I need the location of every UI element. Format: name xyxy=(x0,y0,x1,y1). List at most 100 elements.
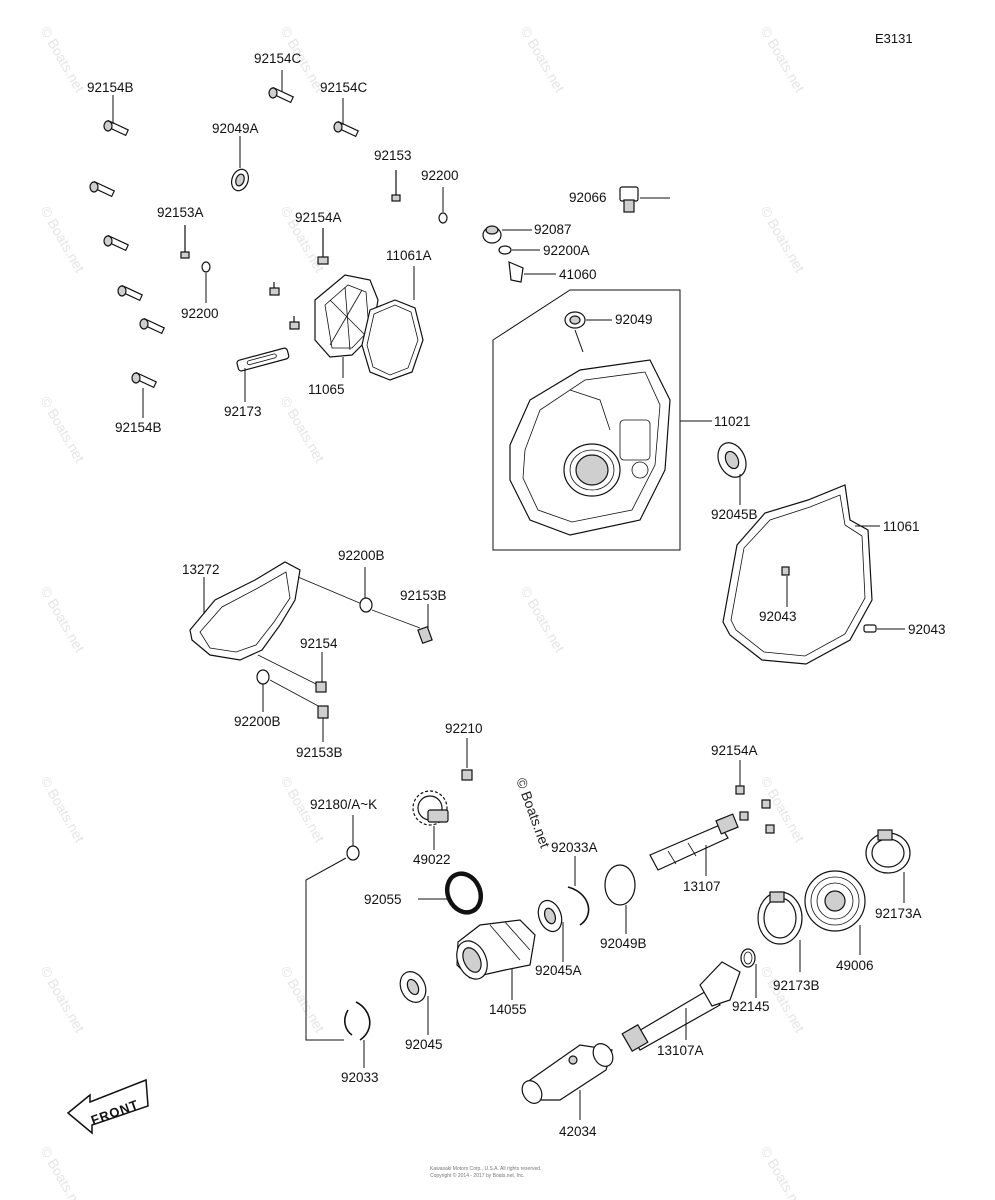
part-label-92200B: 92200B xyxy=(338,548,385,563)
circlip-92033A xyxy=(567,886,590,926)
part-label-92154: 92154 xyxy=(300,636,338,651)
watermark: © Boats.net xyxy=(37,204,88,276)
bolt-icon xyxy=(139,317,166,335)
watermark: © Boats.net xyxy=(757,1144,808,1200)
plug-icon xyxy=(619,186,639,213)
part-label-11021: 11021 xyxy=(714,414,751,429)
plate-bracket-icon xyxy=(236,347,290,372)
bolt-icon xyxy=(103,234,130,252)
part-label-92154C: 92154C xyxy=(254,51,302,66)
dowel-pin-icon xyxy=(863,624,877,633)
center-watermark: © Boats.net xyxy=(513,776,553,851)
part-label-92173: 92173 xyxy=(224,404,262,419)
sheet-id: E3131 xyxy=(875,31,913,46)
shaft-13107A xyxy=(621,961,741,1052)
shaft-13107 xyxy=(649,785,775,871)
part-label-92049A: 92049A xyxy=(212,121,259,136)
part-label-13107A: 13107A xyxy=(657,1043,704,1058)
part-label-11065: 11065 xyxy=(308,382,345,397)
part-label-92153A: 92153A xyxy=(157,205,204,220)
dipstick-icon xyxy=(508,261,524,283)
part-label-92154A: 92154A xyxy=(711,743,758,758)
watermark: © Boats.net xyxy=(277,394,328,466)
bearing-92045 xyxy=(399,971,427,1003)
part-label-92180: 92180/A~K xyxy=(310,797,377,812)
right-top-fittings xyxy=(482,186,670,283)
gasket-11061 xyxy=(722,484,905,665)
part-label-92043: 92043 xyxy=(908,622,946,637)
part-label-92153B: 92153B xyxy=(296,745,343,760)
housing-14055 xyxy=(456,919,536,980)
screw-icon xyxy=(739,811,749,821)
part-label-13272: 13272 xyxy=(182,562,220,577)
watermark: © Boats.net xyxy=(757,204,808,276)
universal-joint-42034 xyxy=(521,1043,614,1104)
bolt-icon xyxy=(317,705,329,719)
spring-92145 xyxy=(740,948,756,968)
o-ring-92055 xyxy=(444,871,484,915)
part-label-92200: 92200 xyxy=(181,306,219,321)
gasket-11061A xyxy=(361,266,424,381)
part-label-92043: 92043 xyxy=(759,609,797,624)
part-label-92154B: 92154B xyxy=(87,80,134,95)
oil-seal-icon xyxy=(230,168,250,192)
part-label-92055: 92055 xyxy=(364,892,402,907)
screw-icon xyxy=(765,824,775,834)
clamp-92173A xyxy=(865,829,911,874)
part-label-92153: 92153 xyxy=(374,148,412,163)
front-direction-arrow: FRONT xyxy=(66,1078,149,1135)
clamp-92173B xyxy=(757,891,803,945)
copyright-line: Kawasaki Motors Corp., U.S.A. All rights… xyxy=(430,1166,541,1172)
gear-49022 xyxy=(412,790,449,826)
part-label-92033: 92033 xyxy=(341,1070,379,1085)
bolt-icon xyxy=(103,119,130,137)
watermark: © Boats.net xyxy=(757,24,808,96)
circlip-92033 xyxy=(343,1001,371,1041)
drive-parts-bottom xyxy=(305,738,911,1120)
watermark: © Boats.net xyxy=(37,394,88,466)
watermark: © Boats.net xyxy=(37,964,88,1036)
crankcase-11021 xyxy=(492,289,712,551)
part-label-92153B: 92153B xyxy=(400,588,447,603)
bolt-parts-top-left xyxy=(89,70,448,418)
watermark: © Boats.net xyxy=(757,774,808,846)
part-label-92045A: 92045A xyxy=(535,963,582,978)
watermark: © Boats.net xyxy=(37,1144,88,1200)
copyright-line: Copyright © 2014 - 2017 by Boats.net, In… xyxy=(430,1172,525,1179)
part-label-14055: 14055 xyxy=(489,1002,527,1017)
bearing-92045B xyxy=(717,442,747,505)
part-label-92145: 92145 xyxy=(732,999,770,1014)
bolt-icon xyxy=(117,284,144,302)
part-label-92210: 92210 xyxy=(445,721,483,736)
shim-icon xyxy=(346,845,360,861)
part-label-41060: 41060 xyxy=(559,267,597,282)
part-label-92045B: 92045B xyxy=(711,507,758,522)
watermark: © Boats.net xyxy=(517,584,568,656)
part-label-92154B: 92154B xyxy=(115,420,162,435)
watermark: © Boats.net xyxy=(37,774,88,846)
washer-icon xyxy=(438,212,448,224)
part-label-92154A: 92154A xyxy=(295,210,342,225)
part-label-92200B: 92200B xyxy=(234,714,281,729)
part-label-92173B: 92173B xyxy=(773,978,820,993)
part-label-11061A: 11061A xyxy=(386,248,432,263)
screw-icon xyxy=(180,225,190,259)
bolt-icon xyxy=(333,120,360,138)
part-label-92200A: 92200A xyxy=(543,243,590,258)
watermark: © Boats.net xyxy=(37,24,88,96)
bearing-92045A xyxy=(537,899,563,933)
washer-icon xyxy=(201,261,211,273)
nut-icon xyxy=(461,769,473,781)
screw-icon xyxy=(391,170,401,202)
bolt-icon xyxy=(417,625,433,645)
part-label-42034: 42034 xyxy=(559,1124,597,1139)
part-label-92049: 92049 xyxy=(615,312,653,327)
guard-13272 xyxy=(189,561,301,661)
watermark: © Boats.net xyxy=(37,584,88,656)
part-label-11061: 11061 xyxy=(883,519,920,534)
screw-icon xyxy=(317,228,329,265)
bolt-icon xyxy=(89,180,116,198)
oil-seal-92049B xyxy=(604,864,636,906)
screw-icon xyxy=(289,316,300,330)
